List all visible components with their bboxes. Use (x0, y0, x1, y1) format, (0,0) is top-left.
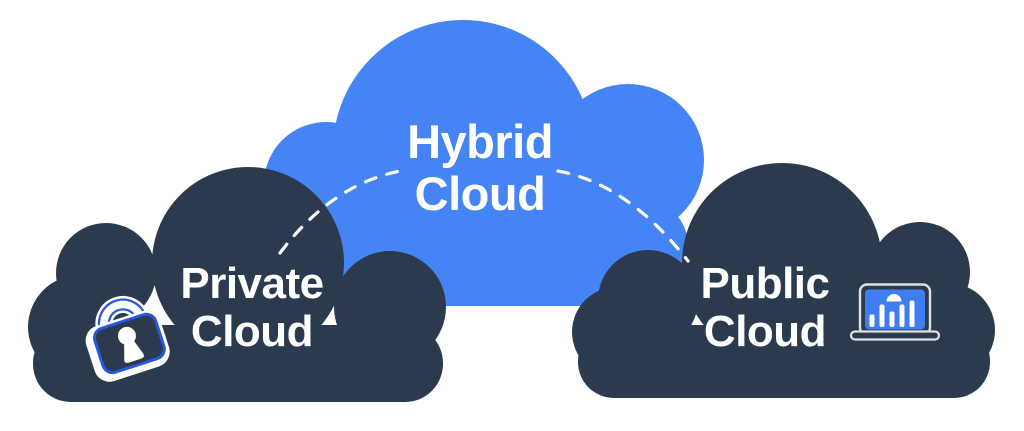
public-cloud-label: Public Cloud (643, 260, 887, 356)
public-cloud-shape (572, 163, 995, 398)
connection-arc-private-to-hybrid (278, 169, 402, 255)
hybrid-cloud-label-line1: Hybrid (407, 115, 553, 168)
laptop-bar-chart-icon (849, 283, 941, 341)
private-cloud-label-line1: Private (180, 259, 324, 308)
connection-arc-hybrid-to-public (556, 169, 690, 263)
padlock-icon (85, 296, 170, 382)
hybrid-cloud-label-line2: Cloud (414, 167, 546, 220)
private-cloud-label: Private Cloud (130, 260, 374, 356)
public-cloud-label-line1: Public (700, 259, 830, 308)
public-cloud-label-line2: Cloud (703, 307, 827, 356)
private-cloud-label-line2: Cloud (190, 307, 314, 356)
hybrid-cloud-label: Hybrid Cloud (320, 116, 640, 220)
bar-chart-glyph (869, 294, 915, 327)
